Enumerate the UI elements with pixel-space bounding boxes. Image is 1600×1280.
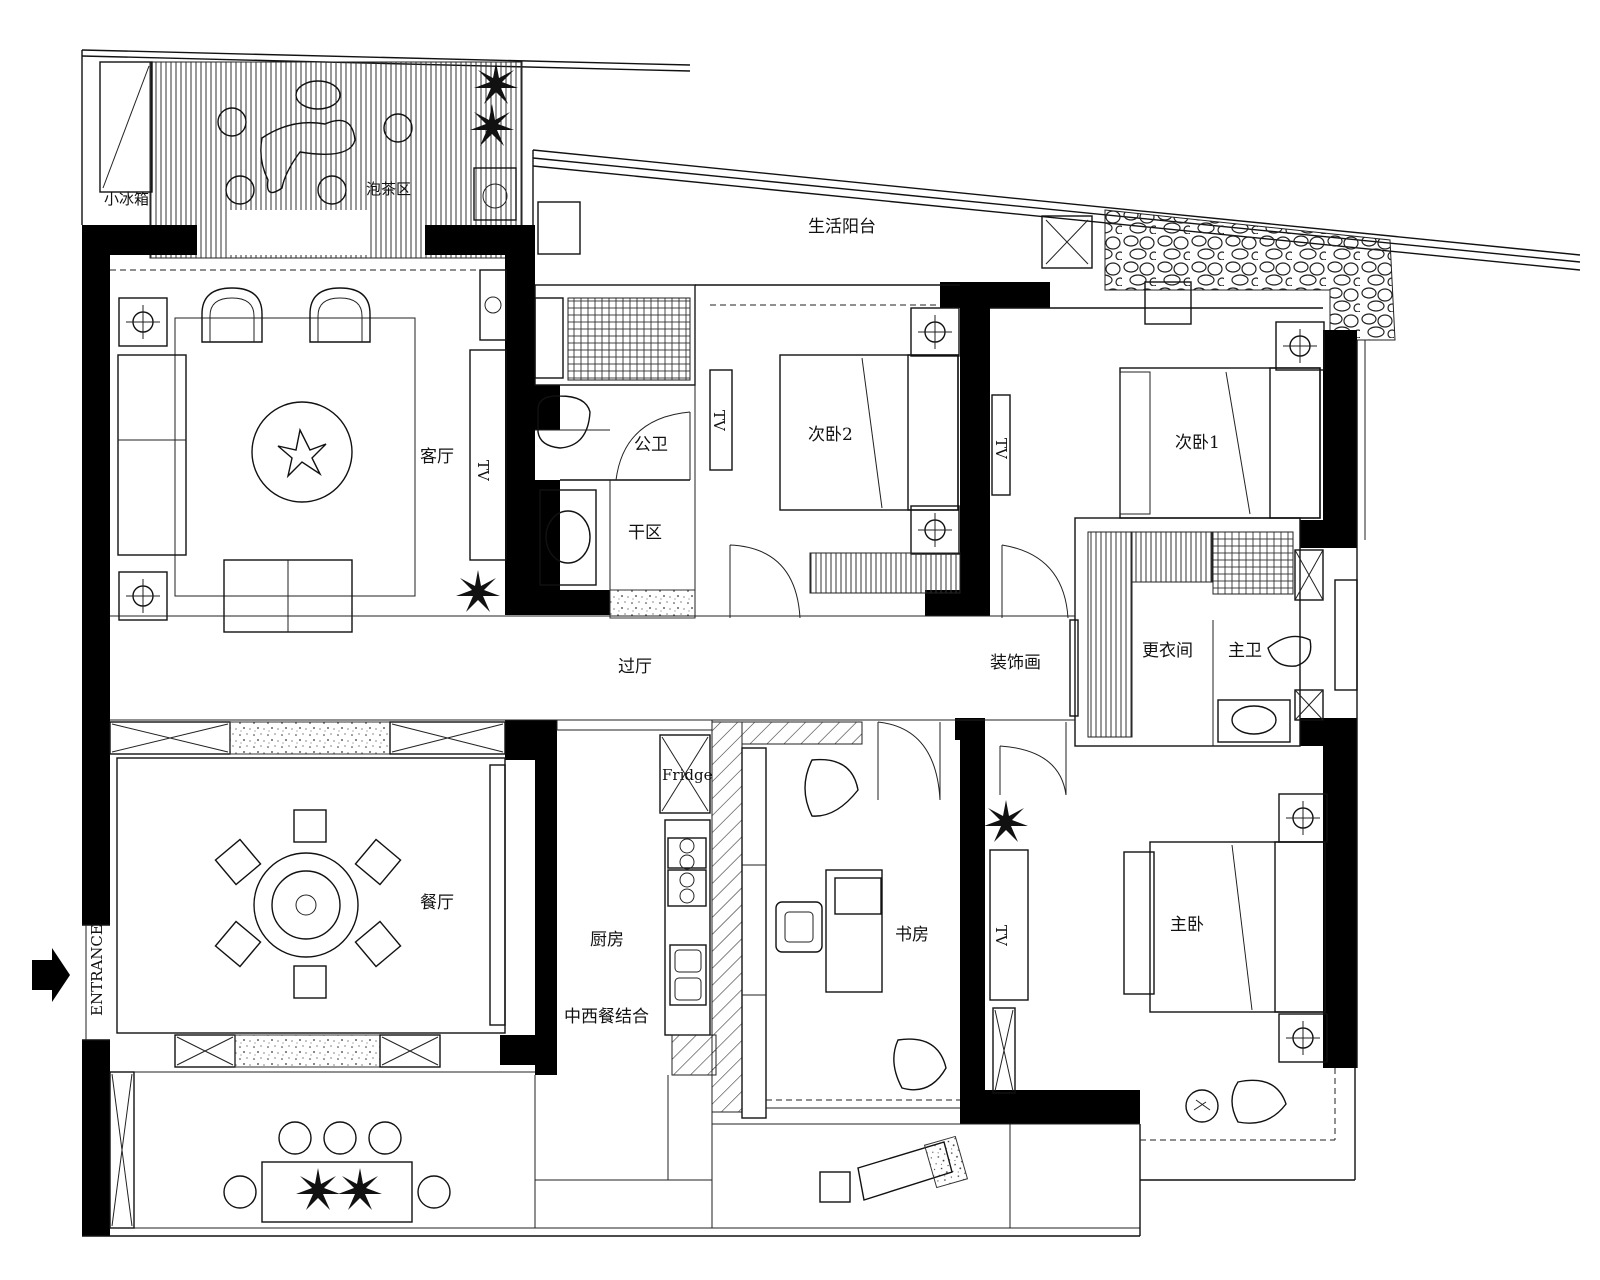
dining-room: 餐厅 [109, 721, 506, 1068]
laundry-area-label: 干区 [628, 523, 662, 543]
outer-outline [82, 340, 1366, 1237]
dressing-room-label: 更衣间 [1142, 641, 1193, 661]
bedroom-1-label: 次卧1 [1175, 433, 1220, 453]
tea-terrace: 小冰箱 泡茶区 [81, 49, 691, 259]
entrance-marker: ENTRANCE [32, 924, 106, 1016]
tv-label-bedroom1: TV [992, 438, 1010, 460]
utility-balcony-label: 生活阳台 [808, 217, 876, 237]
entrance-label: ENTRANCE [88, 924, 106, 1016]
utility-balcony: 生活阳台 [532, 149, 1581, 341]
study-balcony [712, 1123, 1140, 1228]
kitchen-sub-label: 中西餐结合 [564, 1007, 649, 1027]
dining-room-label: 餐厅 [420, 893, 454, 913]
public-bath-label: 公卫 [634, 435, 668, 455]
living-room-label: 客厅 [420, 447, 454, 467]
hallway-label: 过厅 [618, 657, 652, 677]
bedroom-1: 次卧1 TV [990, 281, 1325, 519]
decor-painting-label: 装饰画 [990, 653, 1041, 673]
walls [82, 225, 1357, 1236]
public-bath: 公卫 干区 [534, 284, 696, 619]
mini-fridge-label: 小冰箱 [104, 190, 149, 208]
fridge-label: Fridge [662, 766, 713, 784]
kitchen: Fridge 厨房 中西餐结合 [535, 719, 863, 1228]
master-bedroom-label: 主卧 [1170, 915, 1204, 935]
bedroom-2-label: 次卧2 [808, 425, 853, 445]
study: 书房 [741, 721, 960, 1119]
lower-terrace [109, 1071, 669, 1229]
master-bath-label: 主卫 [1228, 641, 1262, 661]
study-label: 书房 [895, 925, 929, 945]
living-room: 客厅 TV [110, 269, 507, 633]
master-bedroom: 主卧 TV [984, 722, 1336, 1141]
kitchen-label: 厨房 [590, 930, 624, 950]
bedroom-2: 次卧2 TV [695, 284, 1069, 619]
tv-label-master: TV [992, 925, 1010, 947]
tv-label-bedroom2: TV [710, 410, 728, 432]
dressing-and-master-bath: 更衣间 主卫 [1074, 517, 1358, 747]
tv-label-living: TV [474, 460, 492, 482]
tea-area-label: 泡茶区 [366, 180, 411, 198]
